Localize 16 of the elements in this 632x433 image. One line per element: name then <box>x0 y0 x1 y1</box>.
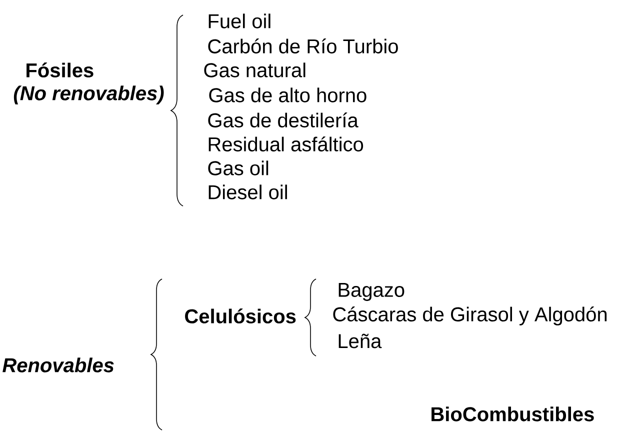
category-label: Renovables <box>2 358 114 372</box>
list-item-text: Fuel oil <box>208 14 270 28</box>
list-item-text: Diesel oil <box>208 184 287 200</box>
list-item-text: Gas oil <box>208 160 268 176</box>
list-item-text: Carbón de Río Turbio <box>208 38 398 54</box>
category-label: Celulósicos <box>185 308 296 324</box>
list-item-text: Residual asfáltico <box>208 136 364 152</box>
list-item-text: Bagazo <box>338 283 404 301</box>
list-item-text: Gas de alto horno <box>209 88 366 102</box>
list-item-text: Gas de destilería <box>208 112 358 128</box>
list-item-text: Leña <box>338 334 382 348</box>
list-item-text: Cáscaras de Girasol y Algodón <box>333 306 607 326</box>
category-label: BioCombustibles <box>432 406 594 422</box>
category-label: (No renovables) <box>14 86 164 104</box>
list-item-text: Gas natural <box>204 62 306 78</box>
category-label: Fósiles <box>26 62 94 78</box>
